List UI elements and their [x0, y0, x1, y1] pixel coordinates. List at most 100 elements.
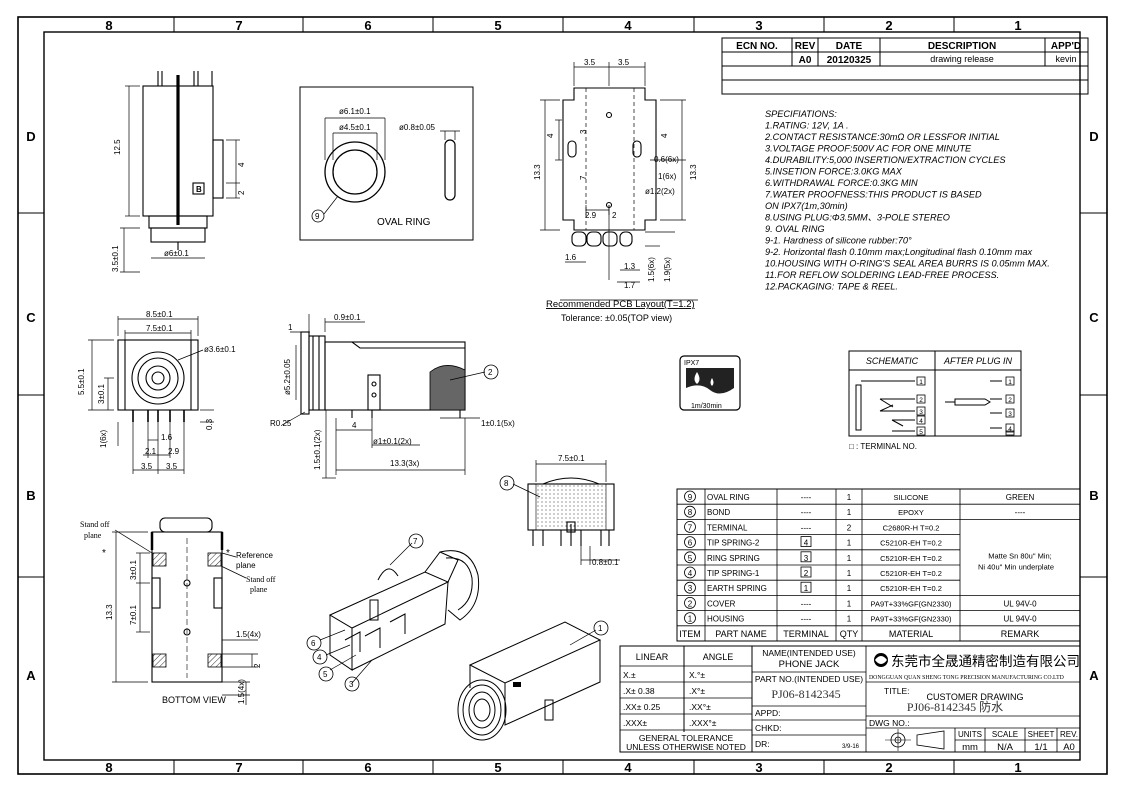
dim-label: ø5.2±0.05: [283, 358, 292, 395]
rev-header: ECN NO.: [736, 41, 778, 52]
dim-label: 2: [253, 663, 262, 668]
dim-label: 0.9±0.1: [334, 313, 361, 322]
terminal-note: □ : TERMINAL NO.: [849, 442, 917, 451]
dim-label: 1.6: [161, 433, 173, 442]
dim-label: 1.5(4x): [237, 679, 246, 704]
section-view: 7.5±0.1 0.8±0.1 8: [499, 454, 620, 567]
bom-header: MATERIAL: [889, 629, 933, 639]
bom-name: TERMINAL: [707, 523, 748, 532]
bom-name: COVER: [707, 599, 736, 608]
dim-label: 1.6: [565, 253, 577, 262]
dim-label: 3±0.1: [97, 383, 106, 404]
item-circle: [684, 490, 696, 503]
spec-line: 6.WITHDRAWAL FORCE:0.3KG MIN: [765, 178, 918, 188]
row-label: B: [26, 488, 35, 503]
spec-heading: SPECIFIATIONS:: [765, 109, 837, 119]
bom-material: C5210R-EH T=0.2: [880, 584, 942, 593]
company-name-cn: 东莞市全晟通精密制造有限公司: [891, 653, 1080, 669]
spec-line: 1.RATING: 12V, 1A .: [765, 121, 849, 131]
bom-qty: 1: [847, 569, 852, 578]
terminal-box: [800, 536, 812, 547]
terminal-no: 3: [919, 409, 923, 416]
dim-label: 1: [288, 323, 293, 332]
bom-terminal: 1: [804, 584, 809, 593]
sheet-frame: [17, 16, 1108, 775]
terminal-no: 1: [919, 379, 923, 386]
note: Stand off: [80, 520, 110, 529]
bom-header: TERMINAL: [783, 629, 829, 639]
rev-label: REV.: [1060, 730, 1078, 739]
bom-material: C2680R-H T=0.2: [883, 523, 940, 532]
terminal-no: 5: [919, 429, 923, 436]
ipx7-depth: 1m/30min: [691, 403, 722, 410]
col-label: 4: [624, 760, 632, 775]
dim-label: 1.9(5x): [663, 257, 672, 282]
bom-remark: UL 94V-0: [1003, 615, 1037, 624]
tolerance-linear: .X± 0.38: [623, 686, 655, 696]
bom-name: TIP SPRING-1: [707, 569, 760, 578]
dim-label: ø4.5±0.1: [339, 123, 371, 132]
ipx7-label: IPX7: [684, 360, 699, 367]
dim-label: 1.5(6x): [647, 257, 656, 282]
revision-table: ECN NO. REV DATE DESCRIPTION APP'D A0 20…: [721, 37, 1089, 95]
general-tolerance: GENERAL TOLERANCE: [639, 733, 734, 743]
top-view: B 12.5 4 2 3.5±0.1 ø6±0.1: [111, 71, 246, 273]
bom-item: 5: [688, 554, 693, 563]
dim-label: ø1±0.1(2x): [373, 437, 412, 446]
bottom-view: 3±0.1 7±0.1 13.3 1.5(4x) 2 1.5(4x) BOTTO…: [80, 517, 276, 705]
bom-name: HOUSING: [707, 615, 744, 624]
item-circle: [684, 505, 696, 518]
dim-label: 13.3(3x): [390, 459, 420, 468]
terminal-no: 1: [1008, 379, 1012, 386]
plating-note: Ni 40u" Min underplate: [978, 563, 1054, 572]
spec-line: 5.INSETION FORCE:3.0KG MAX: [765, 167, 903, 177]
bom-qty: 1: [847, 615, 852, 624]
callout-2: 2: [488, 368, 493, 377]
dim-label: 13.3: [105, 604, 114, 620]
star-mark: *: [226, 548, 230, 559]
bom-item: 8: [688, 508, 693, 517]
bottom-view-label: BOTTOM VIEW: [162, 695, 226, 705]
dim-label: 3.5±0.1: [111, 245, 120, 272]
col-label: 6: [364, 18, 371, 33]
dim-label: 4: [352, 421, 357, 430]
dim-label: 3.5: [618, 58, 630, 67]
dim-label: 4: [660, 133, 669, 138]
dim-label: 4: [237, 162, 246, 167]
dim-label: ø0.8±0.05: [399, 123, 436, 132]
spec-line: 12.PACKAGING: TAPE & REEL.: [765, 282, 898, 292]
title-line2: PJ06-8142345 防水: [907, 699, 1003, 714]
isometric-internal-view: 7 6 4 5 3: [306, 533, 480, 692]
dim-label: 5.5±0.1: [77, 368, 86, 395]
note: plane: [250, 585, 268, 594]
spec-line: 3.VOLTAGE PROOF:500V AC FOR ONE MINUTE: [765, 144, 972, 154]
dim-label: 1(6x): [99, 429, 108, 448]
dim-label: 0.3: [205, 418, 214, 430]
bom-qty: 1: [847, 554, 852, 563]
spec-line: ON IPX7(1m,30min): [765, 201, 848, 211]
frame-labels: 8 7 6 5 4 3 2 1 8 7 6 5 4 3 2 1 D C B A …: [26, 18, 1099, 775]
rev-value: A0: [1063, 742, 1075, 753]
bom-qty: 1: [847, 599, 852, 608]
item-circle: [684, 612, 696, 624]
plating-note: Matte Sn 80u" Min;: [988, 552, 1052, 561]
partno-label: PART NO.(INTENDED USE): [755, 674, 863, 684]
bom-terminal: 4: [804, 539, 809, 548]
row-label: B: [1089, 488, 1098, 503]
linear-label: LINEAR: [636, 652, 669, 662]
note: plane: [84, 531, 102, 540]
bom-material: SILICONE: [893, 493, 928, 502]
dr-label: DR:: [755, 739, 770, 749]
terminal-no: 4: [919, 418, 923, 425]
bom-terminal: 3: [804, 554, 809, 563]
rev-value: A0: [799, 55, 812, 66]
bom-qty: 1: [847, 493, 852, 502]
col-label: 2: [885, 760, 892, 775]
bom-item: 6: [688, 539, 693, 548]
part-number: PJ06-8142345: [771, 687, 840, 701]
side-view: 1 0.9±0.1 ø5.2±0.05 R0.25 4 ø1±0.1(2x) 1…: [270, 313, 515, 479]
terminal-no: 2: [919, 397, 923, 404]
scale-label: SCALE: [992, 730, 1018, 739]
tolerance-angle: .X°±: [689, 686, 705, 696]
